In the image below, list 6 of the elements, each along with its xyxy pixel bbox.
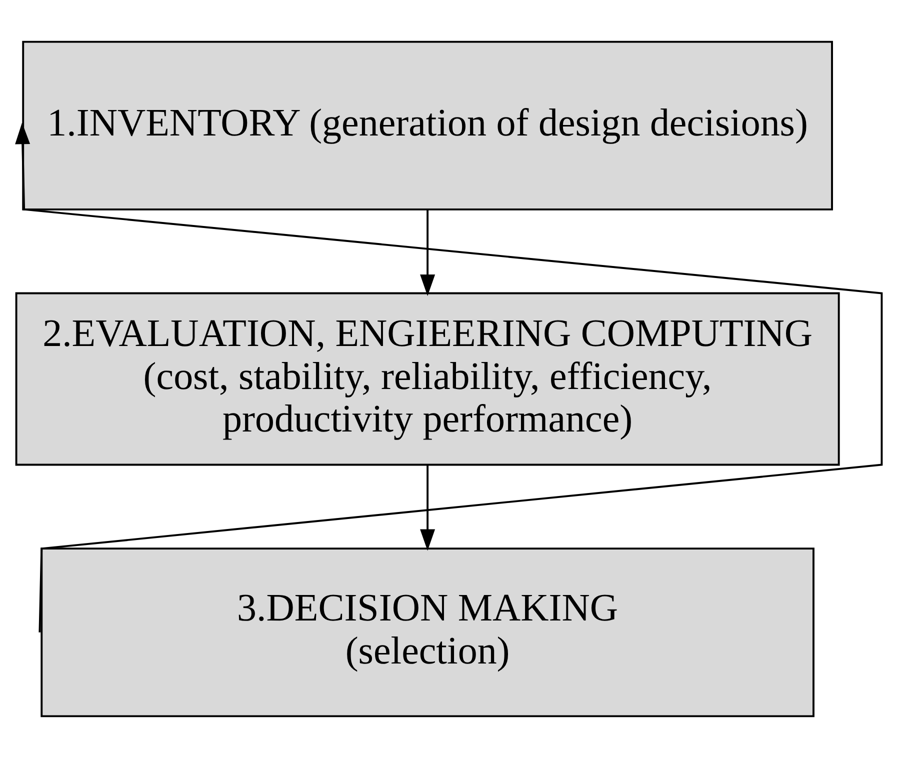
arrow [15, 122, 883, 632]
node-box: 3.DECISION MAKING (selection) [40, 548, 814, 718]
node-box: 2.EVALUATION, ENGIEERING COMPUTING (cost, stability, reliability, efficiency, productivity performance) [15, 292, 840, 466]
arrow [420, 465, 436, 551]
node-box: 1.INVENTORY (generation of design decisions) [22, 40, 833, 210]
arrow [420, 210, 436, 296]
